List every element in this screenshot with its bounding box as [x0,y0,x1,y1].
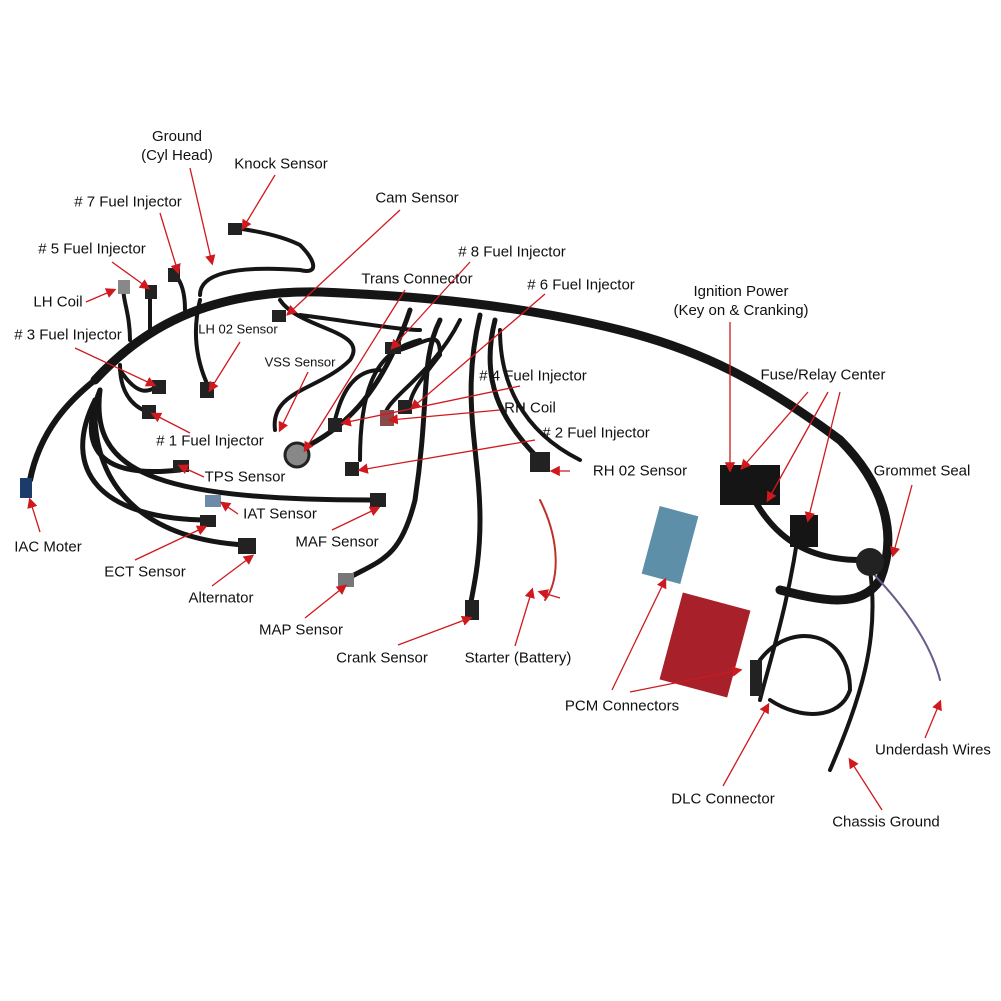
label-tps-sensor: TPS Sensor [204,468,286,486]
grommet-seal [856,548,884,576]
label-starter-battery: Starter (Battery) [464,649,572,667]
label-iac-motor: IAC Moter [14,538,82,556]
label-ect-sensor: ECT Sensor [104,563,186,581]
label-underdash-wires: Underdash Wires [875,741,991,759]
label-maf-sensor: MAF Sensor [295,533,379,551]
ignition-power-line2: (Key on & Cranking) [673,302,809,319]
pcm-connector-red [659,592,751,698]
label-fuse-relay-center: Fuse/Relay Center [760,366,886,384]
label-vss-sensor: VSS Sensor [264,354,336,370]
label-map-sensor: MAP Sensor [259,621,343,639]
label-trans-connector: Trans Connector [361,270,473,288]
relay [790,515,818,547]
trans-connector [283,441,311,469]
label-rh-coil: RH Coil [504,399,556,417]
harness-wires [27,226,941,772]
label-lh-coil: LH Coil [33,293,83,311]
label-fuel-injector-3: # 3 Fuel Injector [14,326,122,344]
ground-line2: (Cyl Head) [141,147,213,164]
label-fuel-injector-5: # 5 Fuel Injector [38,240,146,258]
label-fuel-injector-4: # 4 Fuel Injector [479,367,587,385]
label-ignition-power: Ignition Power (Key on & Cranking) [673,282,808,320]
label-lh-o2-sensor: LH 02 Sensor [198,321,278,337]
label-pcm-connectors: PCM Connectors [564,697,680,715]
label-fuel-injector-1: # 1 Fuel Injector [156,432,264,450]
label-fuel-injector-7: # 7 Fuel Injector [74,193,182,211]
pcm-connector-blue [641,506,699,584]
label-dlc-connector: DLC Connector [671,790,775,808]
callout-arrows [27,167,942,811]
label-rh-o2-sensor: RH 02 Sensor [592,462,688,480]
ignition-power-line1: Ignition Power [693,283,789,300]
label-chassis-ground: Chassis Ground [832,813,940,831]
ground-line1: Ground [151,128,203,145]
fuse-relay-center [720,465,780,505]
label-fuel-injector-8: # 8 Fuel Injector [458,243,566,261]
label-fuel-injector-2: # 2 Fuel Injector [542,424,650,442]
label-ground-cyl-head: Ground (Cyl Head) [141,127,213,165]
label-grommet-seal: Grommet Seal [873,462,971,480]
label-fuel-injector-6: # 6 Fuel Injector [527,276,635,294]
label-cam-sensor: Cam Sensor [375,189,459,207]
label-knock-sensor: Knock Sensor [234,155,328,173]
label-iat-sensor: IAT Sensor [243,505,317,523]
label-alternator: Alternator [188,589,254,607]
label-crank-sensor: Crank Sensor [336,649,428,667]
